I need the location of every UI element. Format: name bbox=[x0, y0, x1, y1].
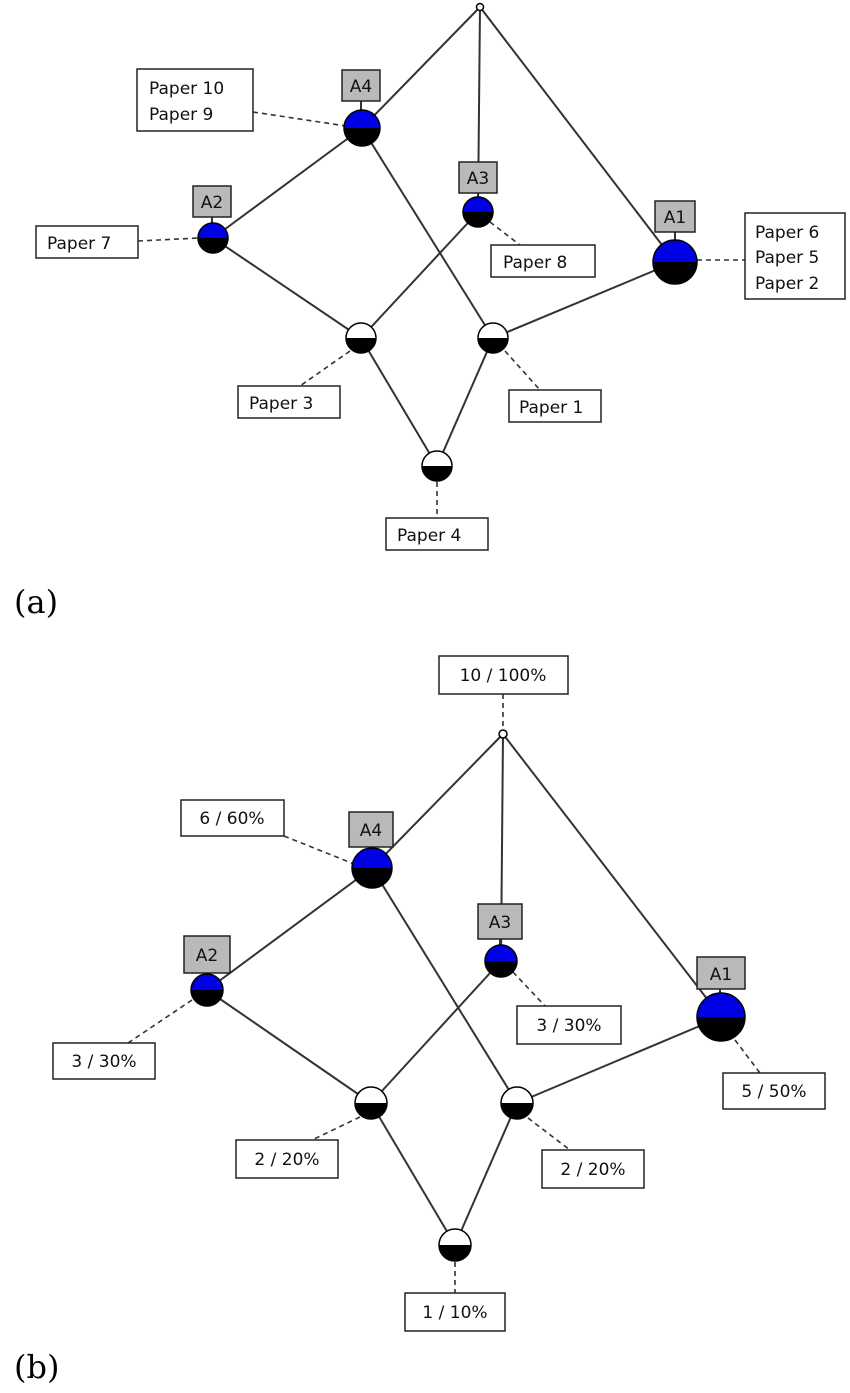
concept-node-a3 bbox=[462, 196, 494, 228]
concept-node-m1 bbox=[354, 1086, 388, 1120]
object-label-box: Paper 4 bbox=[385, 517, 489, 551]
svg-text:Paper 3: Paper 3 bbox=[249, 394, 313, 414]
concept-node-a2 bbox=[190, 973, 224, 1007]
edge bbox=[370, 960, 502, 1104]
edge bbox=[212, 237, 362, 339]
count-label-box: 1 / 10% bbox=[404, 1292, 506, 1332]
edge bbox=[371, 733, 504, 869]
edge bbox=[206, 867, 373, 991]
svg-text:A4: A4 bbox=[360, 821, 382, 841]
svg-text:Paper 10: Paper 10 bbox=[149, 79, 224, 99]
count-label-box: 2 / 20% bbox=[541, 1149, 645, 1189]
svg-text:A4: A4 bbox=[350, 77, 372, 97]
dashed-connector bbox=[137, 237, 200, 242]
edge bbox=[212, 127, 363, 239]
edge bbox=[361, 127, 494, 339]
edge bbox=[479, 6, 676, 263]
object-label-box: Paper 8 bbox=[490, 244, 596, 278]
attribute-label-a2: A2 bbox=[192, 185, 232, 224]
edge bbox=[436, 337, 494, 467]
attribute-label-a2: A2 bbox=[183, 935, 231, 975]
svg-text:A1: A1 bbox=[710, 965, 732, 985]
dashed-connector bbox=[734, 1039, 761, 1074]
attribute-label-a3: A3 bbox=[458, 161, 498, 199]
object-label-box: Paper 3 bbox=[237, 385, 341, 419]
svg-text:2 / 20%: 2 / 20% bbox=[254, 1150, 319, 1170]
concept-node-m2 bbox=[500, 1086, 534, 1120]
object-label-box: Paper 10 Paper 9 bbox=[136, 68, 254, 132]
dashed-connector bbox=[252, 111, 347, 127]
edge bbox=[371, 867, 518, 1104]
dashed-connector bbox=[127, 999, 193, 1044]
svg-text:6 / 60%: 6 / 60% bbox=[199, 809, 264, 829]
svg-text:5 / 50%: 5 / 50% bbox=[741, 1082, 806, 1102]
edge bbox=[370, 1102, 456, 1246]
concept-node-a4 bbox=[343, 109, 381, 147]
caption-a: (a) bbox=[14, 583, 58, 621]
top-node bbox=[475, 2, 485, 12]
svg-text:Paper 1: Paper 1 bbox=[519, 398, 583, 418]
lattice-b: A4 A2 A3 A1 10 / 100% 6 / 60% 3 / 3 bbox=[14, 655, 826, 1386]
concept-node-a3 bbox=[484, 944, 518, 978]
object-label-box: Paper 1 bbox=[508, 389, 602, 423]
svg-text:A3: A3 bbox=[467, 169, 489, 189]
top-node bbox=[498, 729, 508, 739]
dashed-connector bbox=[504, 350, 541, 391]
concept-node-m2 bbox=[477, 322, 509, 354]
count-label-box: 3 / 30% bbox=[52, 1042, 156, 1080]
count-label-box: 10 / 100% bbox=[438, 655, 569, 695]
attribute-label-a1: A1 bbox=[654, 200, 696, 241]
dashed-connector bbox=[311, 1116, 361, 1141]
count-label-box: 3 / 30% bbox=[516, 1005, 622, 1045]
svg-text:3 / 30%: 3 / 30% bbox=[536, 1016, 601, 1036]
concept-node-a2 bbox=[197, 222, 229, 254]
svg-text:A1: A1 bbox=[664, 208, 686, 228]
concept-node-a1 bbox=[696, 992, 746, 1042]
lattice-a: A4 A2 A3 A1 Paper 10 Paper 9 Paper 7 bbox=[14, 2, 846, 621]
edge bbox=[361, 6, 481, 129]
edge bbox=[206, 989, 372, 1104]
edge bbox=[502, 733, 722, 1018]
svg-text:A2: A2 bbox=[201, 193, 223, 213]
svg-text:Paper 2: Paper 2 bbox=[755, 274, 819, 294]
dashed-connector bbox=[489, 221, 521, 246]
svg-text:A2: A2 bbox=[196, 946, 218, 966]
edge bbox=[360, 211, 479, 339]
svg-text:Paper 4: Paper 4 bbox=[397, 526, 461, 546]
bottom-node bbox=[438, 1228, 472, 1262]
concept-node-a4 bbox=[351, 847, 393, 889]
edge bbox=[492, 261, 676, 339]
count-label-box: 6 / 60% bbox=[180, 799, 285, 837]
count-label-box: 5 / 50% bbox=[722, 1072, 826, 1110]
svg-text:3 / 30%: 3 / 30% bbox=[71, 1052, 136, 1072]
edge bbox=[360, 337, 438, 467]
dashed-connector bbox=[283, 835, 355, 865]
svg-text:1 / 10%: 1 / 10% bbox=[422, 1303, 487, 1323]
svg-text:Paper 9: Paper 9 bbox=[149, 105, 213, 125]
dashed-connector bbox=[527, 1117, 571, 1151]
svg-text:10 / 100%: 10 / 100% bbox=[460, 666, 547, 686]
svg-text:2 / 20%: 2 / 20% bbox=[560, 1160, 625, 1180]
attribute-label-a1: A1 bbox=[696, 956, 746, 993]
attribute-label-a4: A4 bbox=[348, 811, 394, 851]
edge bbox=[516, 1016, 722, 1104]
concept-node-m1 bbox=[345, 322, 377, 354]
object-label-box: Paper 7 bbox=[35, 225, 139, 259]
svg-text:Paper 5: Paper 5 bbox=[755, 248, 819, 268]
bottom-node bbox=[421, 450, 453, 482]
svg-text:Paper 8: Paper 8 bbox=[503, 253, 567, 273]
svg-text:Paper 7: Paper 7 bbox=[47, 234, 111, 254]
svg-text:Paper 6: Paper 6 bbox=[755, 223, 819, 243]
object-label-box: Paper 6 Paper 5 Paper 2 bbox=[744, 212, 846, 300]
attribute-label-a3: A3 bbox=[477, 903, 523, 946]
dashed-connector bbox=[512, 971, 546, 1007]
dashed-connector bbox=[299, 350, 351, 387]
caption-b: (b) bbox=[14, 1348, 59, 1386]
count-label-box: 2 / 20% bbox=[235, 1139, 339, 1179]
concept-node-a1 bbox=[652, 239, 698, 285]
svg-text:A3: A3 bbox=[489, 913, 511, 933]
attribute-label-a4: A4 bbox=[341, 69, 381, 112]
edge bbox=[454, 1102, 518, 1246]
